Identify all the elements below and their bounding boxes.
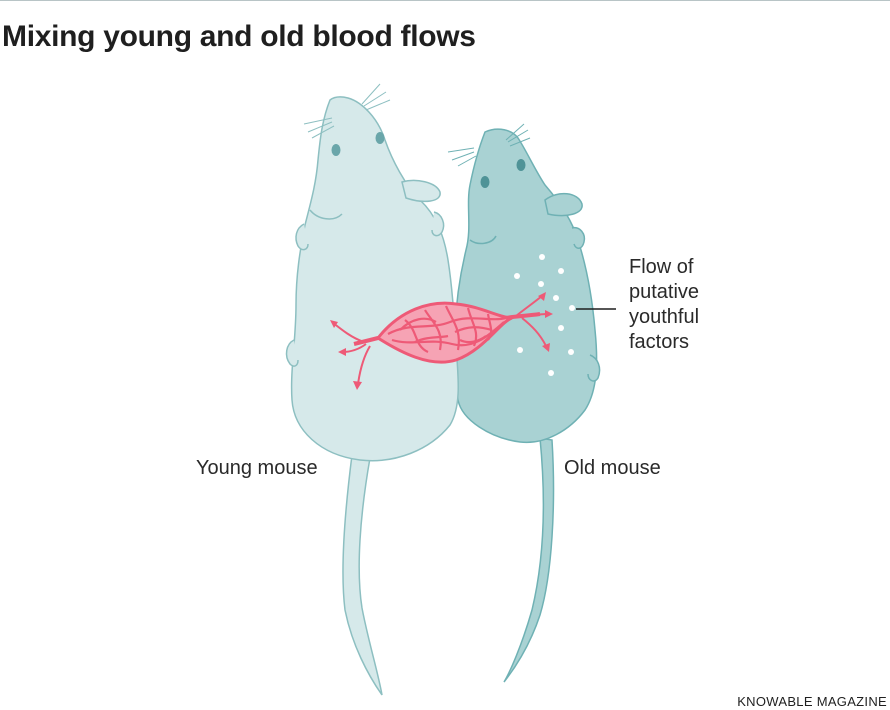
- old-mouse-body: [453, 128, 598, 444]
- flow-annotation-line: putative: [629, 281, 700, 303]
- youthful-factor-dots: [514, 254, 575, 376]
- old-mouse-tail: [503, 437, 555, 683]
- young-mouse-ear: [401, 179, 441, 203]
- old-mouse-front-paw: [571, 226, 586, 249]
- young-mouse-icon: [285, 83, 459, 696]
- top-rule: [0, 0, 890, 1]
- page-title: Mixing young and old blood flows: [2, 20, 476, 53]
- old-mouse-whiskers: [447, 123, 531, 167]
- old-mouse-rear-paw: [587, 354, 601, 382]
- young-mouse-body: [290, 96, 459, 462]
- old-mouse-eye: [480, 176, 490, 188]
- flow-annotation-line: factors: [629, 331, 690, 353]
- flow-annotation-line: Flow of: [629, 256, 694, 278]
- old-mouse-label: Old mouse: [564, 457, 661, 479]
- young-mouse-front-paw-left: [295, 223, 309, 251]
- young-mouse-eye: [331, 144, 341, 156]
- flow-annotation: Flow of putative youthful factors: [629, 255, 699, 355]
- publisher-credit: KNOWABLE MAGAZINE: [737, 694, 887, 709]
- young-mouse-rear-paw: [285, 339, 299, 367]
- young-mouse-tail: [342, 454, 383, 696]
- blood-vessel-network-icon: [330, 292, 553, 390]
- young-mouse-front-paw-right: [431, 211, 445, 237]
- old-mouse-ear: [544, 192, 583, 217]
- young-mouse-whiskers: [303, 83, 391, 139]
- old-mouse-icon: [447, 123, 601, 683]
- youthful-factor-dot-icon: [539, 254, 545, 260]
- flow-annotation-line: youthful: [629, 306, 700, 328]
- young-mouse-label: Young mouse: [196, 457, 318, 479]
